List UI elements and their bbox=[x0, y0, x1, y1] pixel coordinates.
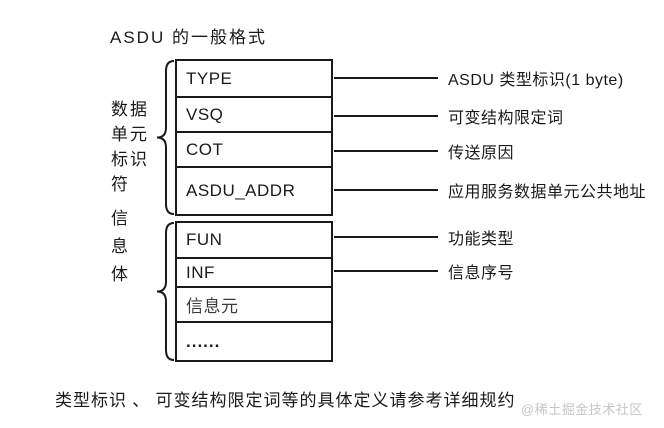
connector-line-fun bbox=[334, 236, 438, 238]
field-row-vsq: VSQ bbox=[177, 98, 331, 133]
group-label-line: 息 bbox=[111, 237, 130, 256]
data-unit-identifier-table: TYPE VSQ COT ASDU_ADDR bbox=[175, 59, 333, 216]
brace-information-body bbox=[156, 222, 175, 361]
group-label-line: 单元 bbox=[111, 125, 149, 144]
field-row-information-element: 信息元 bbox=[177, 288, 331, 323]
diagram-title: ASDU 的一般格式 bbox=[110, 28, 267, 47]
field-name: ASDU_ADDR bbox=[186, 181, 296, 200]
field-name: 信息元 bbox=[186, 297, 239, 316]
field-desc-inf: 信息序号 bbox=[448, 265, 515, 282]
group-label-line: 符 bbox=[111, 175, 130, 194]
field-name: COT bbox=[186, 139, 224, 159]
field-name: VSQ bbox=[186, 104, 224, 124]
group-label-line: 体 bbox=[111, 265, 130, 284]
connector-line-inf bbox=[334, 270, 438, 272]
field-row-type: TYPE bbox=[177, 61, 331, 98]
group-label-information-body: 信 息 体 bbox=[111, 205, 130, 289]
brace-data-unit-identifier bbox=[156, 60, 175, 215]
field-desc-type: ASDU 类型标识(1 byte) bbox=[448, 72, 624, 89]
field-name: ...... bbox=[186, 331, 221, 351]
connector-line-asdu-addr bbox=[334, 189, 438, 191]
field-name: INF bbox=[186, 262, 215, 282]
connector-line-vsq bbox=[334, 115, 438, 117]
information-body-table: FUN INF 信息元 ...... bbox=[175, 221, 333, 362]
field-row-cot: COT bbox=[177, 133, 331, 168]
group-label-line: 信 bbox=[111, 209, 130, 228]
connector-line-type bbox=[334, 77, 438, 79]
watermark-text: @稀土掘金技术社区 bbox=[521, 402, 643, 417]
field-name: FUN bbox=[186, 230, 223, 249]
group-label-line: 标识 bbox=[111, 150, 149, 169]
field-desc-vsq: 可变结构限定词 bbox=[448, 110, 564, 127]
connector-line-cot bbox=[334, 150, 438, 152]
field-desc-asdu-addr: 应用服务数据单元公共地址 bbox=[448, 184, 647, 201]
group-label-line: 数据 bbox=[111, 100, 149, 119]
field-row-ellipsis: ...... bbox=[177, 323, 331, 360]
field-name: TYPE bbox=[186, 68, 233, 88]
field-row-fun: FUN bbox=[177, 223, 331, 259]
field-row-asdu-addr: ASDU_ADDR bbox=[177, 168, 331, 214]
field-desc-fun: 功能类型 bbox=[448, 231, 515, 248]
group-label-data-unit-identifier: 数据 单元 标识 符 bbox=[111, 97, 149, 197]
field-desc-cot: 传送原因 bbox=[448, 145, 515, 162]
field-row-inf: INF bbox=[177, 259, 331, 288]
footnote-text: 类型标识 、 可变结构限定词等的具体定义请参考详细规约 bbox=[55, 391, 516, 410]
